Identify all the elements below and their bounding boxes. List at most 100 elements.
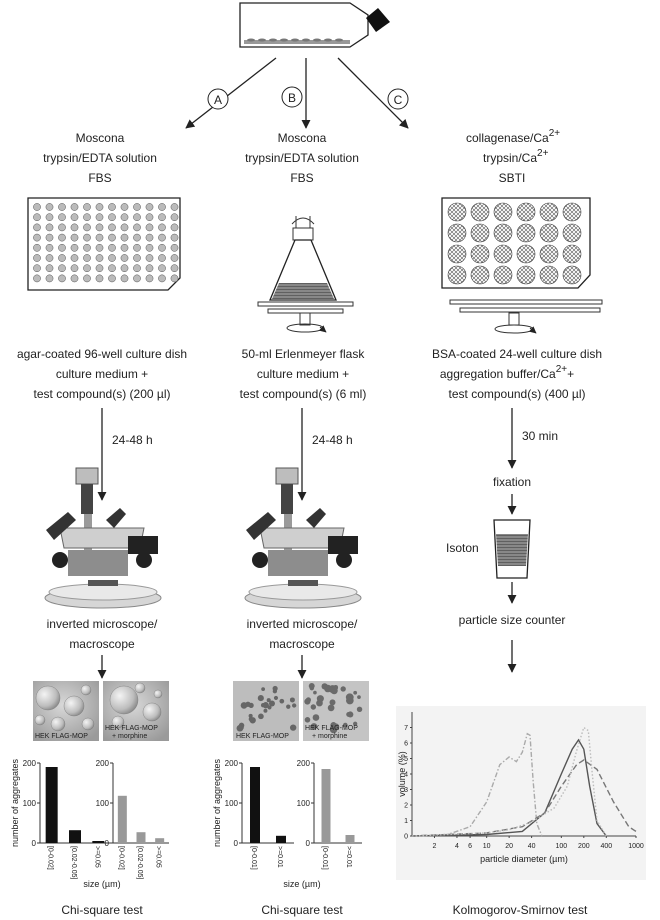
- aggregate: [327, 704, 335, 712]
- well: [83, 243, 91, 252]
- well: [470, 265, 490, 285]
- svg-text:test compound(s) (400 µl): test compound(s) (400 µl): [449, 387, 586, 401]
- y-tick-label: 6: [404, 741, 408, 748]
- aggregate: [134, 682, 146, 694]
- well: [108, 243, 116, 252]
- well: [83, 203, 91, 211]
- x-tick-label: 100: [555, 843, 567, 850]
- well: [45, 254, 54, 262]
- aggregate: [332, 685, 338, 691]
- aggregate: [273, 695, 279, 700]
- well: [170, 243, 179, 252]
- y-axis-label: volume (%): [397, 751, 407, 797]
- aggregate: [261, 687, 265, 692]
- aggregate: [245, 701, 251, 707]
- well: [108, 223, 116, 232]
- well: [170, 274, 179, 283]
- well: [33, 223, 41, 232]
- fixation-label: fixation: [493, 475, 531, 489]
- well: [170, 213, 179, 222]
- x-tick-label: 200: [578, 843, 590, 850]
- well: [170, 254, 179, 262]
- well: [95, 213, 104, 222]
- branch-label-a: A: [214, 93, 222, 107]
- x-tick-label: 6: [468, 843, 472, 850]
- vessel-a: agar-coated 96-well culture dish culture…: [17, 347, 187, 401]
- well: [108, 264, 116, 273]
- well: [83, 264, 91, 273]
- isoton-label: Isoton: [446, 541, 479, 555]
- y-tick-label: 3: [404, 787, 408, 794]
- well: [120, 213, 129, 222]
- well: [493, 202, 513, 222]
- well: [493, 265, 513, 285]
- well: [108, 233, 116, 242]
- well: [120, 243, 129, 252]
- well: [145, 274, 154, 283]
- aggregate: [289, 697, 295, 703]
- well: [539, 265, 559, 285]
- svg-text:agar-coated 96-well culture di: agar-coated 96-well culture dish: [17, 347, 187, 361]
- y-tick-label: 0: [306, 839, 311, 848]
- well: [120, 223, 129, 232]
- microscope-icon-b: [244, 467, 362, 609]
- bar: [45, 767, 58, 843]
- aggregate: [34, 714, 46, 726]
- svg-text:+ morphine: + morphine: [112, 733, 147, 740]
- aggregate: [142, 702, 162, 722]
- reagents-a: Moscona trypsin/EDTA solution FBS: [43, 131, 157, 185]
- series-line-3: [411, 759, 637, 837]
- vessel-b: 50-ml Erlenmeyer flask culture medium + …: [240, 347, 367, 401]
- well: [145, 223, 154, 232]
- y-tick-label: 0: [32, 839, 37, 848]
- aggregate: [263, 708, 268, 713]
- well: [170, 264, 179, 273]
- y-tick-label: 200: [96, 759, 110, 768]
- well: [120, 203, 129, 211]
- y-tick-label: 200: [225, 759, 239, 768]
- aggregate: [279, 698, 285, 704]
- well: [170, 233, 179, 242]
- well: [470, 223, 490, 243]
- well: [58, 274, 66, 283]
- bar: [276, 835, 286, 843]
- well: [562, 265, 582, 285]
- well: [170, 223, 179, 232]
- aggregate: [257, 695, 264, 702]
- x-tick-label: [0-0.01]: [250, 846, 257, 870]
- well: [145, 203, 154, 211]
- well: [108, 213, 116, 222]
- well: [58, 243, 66, 252]
- aggregate: [291, 703, 297, 708]
- well: [33, 233, 41, 242]
- well: [158, 254, 166, 262]
- well: [120, 254, 129, 262]
- aggregate: [340, 686, 346, 692]
- y-tick-label: 100: [96, 799, 110, 808]
- well: [58, 264, 66, 273]
- svg-text:HEK FLAG-MOP: HEK FLAG-MOP: [236, 733, 289, 740]
- y-tick-label: 0: [234, 839, 239, 848]
- aggregate: [346, 712, 351, 717]
- aggregate: [268, 700, 275, 707]
- x-tick-label: [0-0.01]: [321, 846, 328, 870]
- svg-text:culture medium +: culture medium +: [56, 367, 148, 381]
- well: [95, 233, 104, 242]
- series-line-4: [411, 726, 607, 837]
- svg-text:trypsin/Ca2+: trypsin/Ca2+: [483, 148, 549, 165]
- micrograph-b-right: HEK FLAG-MOP + morphine: [303, 681, 369, 741]
- aggregate: [266, 698, 271, 703]
- well: [58, 233, 66, 242]
- well: [133, 243, 141, 252]
- aggregate: [329, 699, 336, 706]
- well: [70, 203, 79, 211]
- aggregate: [248, 713, 253, 718]
- well: [493, 244, 513, 264]
- series-line-1: [411, 732, 543, 837]
- y-tick-label: 5: [404, 756, 408, 763]
- well: [45, 203, 54, 211]
- micrograph-b-left: HEK FLAG-MOP: [233, 681, 299, 741]
- x-axis-label: particle diameter (µm): [480, 854, 568, 864]
